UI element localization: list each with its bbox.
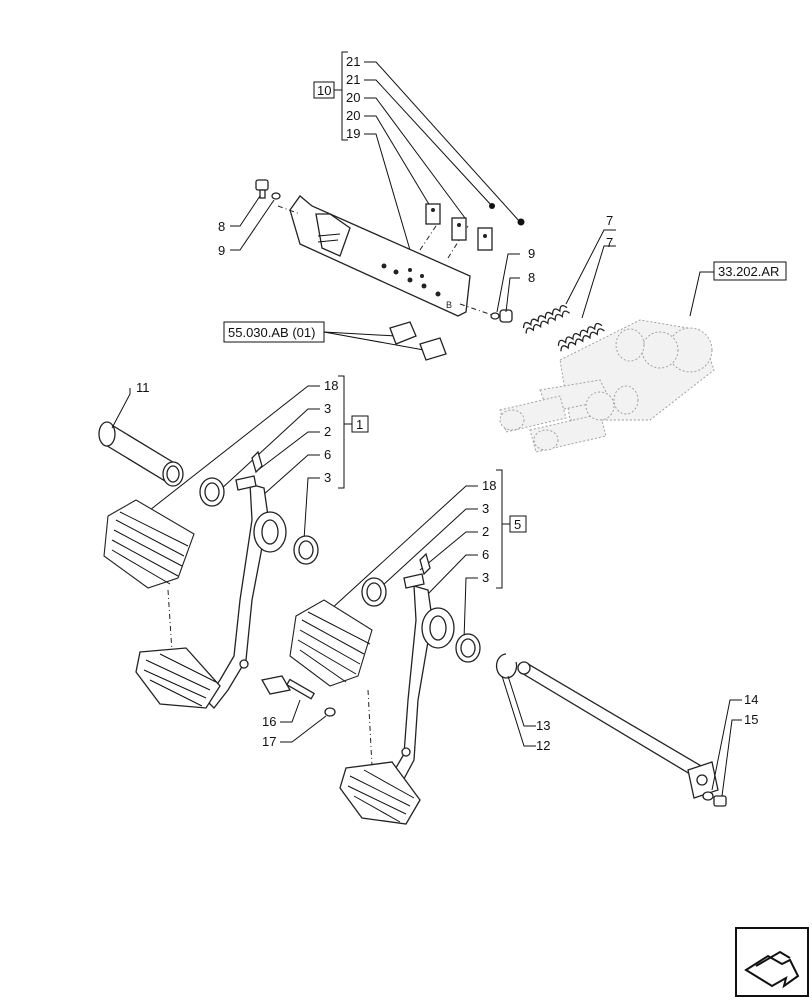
callout-11: 11 [136, 380, 150, 395]
callout-8b: 8 [528, 270, 535, 285]
callout-10: 10 [317, 83, 331, 98]
bracket-plate: B [277, 195, 496, 317]
callout-2a: 2 [324, 424, 331, 439]
callout-18b: 18 [482, 478, 496, 493]
bolt-washer-left: 8 9 [218, 179, 281, 258]
bushing-left-b-bore [298, 540, 314, 560]
bushing-left-a-bore [204, 482, 220, 502]
callout-20b: 20 [346, 108, 360, 123]
callout-21a: 21 [346, 54, 360, 69]
pedal-pad-right [289, 599, 373, 767]
callout-12: 12 [536, 738, 550, 753]
callout-3d: 3 [482, 570, 489, 585]
pedal-pad-left [103, 499, 195, 653]
callout-5: 5 [514, 517, 521, 532]
callout-9a: 9 [218, 243, 225, 258]
tube-11: 11 [98, 380, 184, 487]
springs: 7 7 [522, 213, 616, 352]
callout-3b: 3 [324, 470, 331, 485]
ref-box-valve[interactable] [713, 261, 787, 281]
callout-2b: 2 [482, 524, 489, 539]
callout-18a: 18 [324, 378, 338, 393]
callout-19: 19 [346, 126, 360, 141]
callout-group-5: 5 18 3 2 6 3 [329, 469, 527, 641]
sensor-brackets [425, 203, 525, 251]
callout-15: 15 [744, 712, 758, 727]
bolt-washer-right: 9 8 [490, 246, 535, 323]
bushing-right-b-bore [460, 638, 476, 658]
bolt-washer-shaft: 14 15 [702, 692, 758, 807]
pin-clip: 16 17 [260, 675, 336, 749]
bushing-right-a-bore [366, 582, 382, 602]
callout-3a: 3 [324, 401, 331, 416]
callout-group-1: 1 18 3 2 6 3 [149, 375, 369, 541]
pedal-arm-right [339, 552, 455, 825]
ref-switch-55-030-ab[interactable]: 55.030.AB (01) [228, 325, 315, 340]
callout-6a: 6 [324, 447, 331, 462]
pedal-switches: 55.030.AB (01) [223, 321, 447, 361]
hydraulic-valve: 33.202.AR [499, 261, 787, 453]
callout-box-5 [509, 515, 527, 533]
callout-20a: 20 [346, 90, 360, 105]
callout-box-1 [351, 415, 369, 433]
next-page-arrow-icon[interactable] [735, 927, 809, 997]
ref-valve-33-202-ar[interactable]: 33.202.AR [718, 264, 779, 279]
callout-21b: 21 [346, 72, 360, 87]
callout-17: 17 [262, 734, 276, 749]
callout-16: 16 [262, 714, 276, 729]
circlip: 13 12 [495, 653, 550, 753]
callout-6b: 6 [482, 547, 489, 562]
callout-7b: 7 [606, 235, 613, 250]
pedal-arm-left [135, 450, 287, 709]
pedal-shaft [517, 661, 719, 799]
callout-3c: 3 [482, 501, 489, 516]
callout-1: 1 [356, 417, 363, 432]
callout-13: 13 [536, 718, 550, 733]
callout-8a: 8 [218, 219, 225, 234]
callout-box-10 [313, 81, 335, 99]
svg-text:B: B [446, 300, 452, 310]
callout-group-10: 10 21 21 20 20 19 [313, 51, 521, 251]
callout-7a: 7 [606, 213, 613, 228]
callout-9b: 9 [528, 246, 535, 261]
callout-14: 14 [744, 692, 758, 707]
